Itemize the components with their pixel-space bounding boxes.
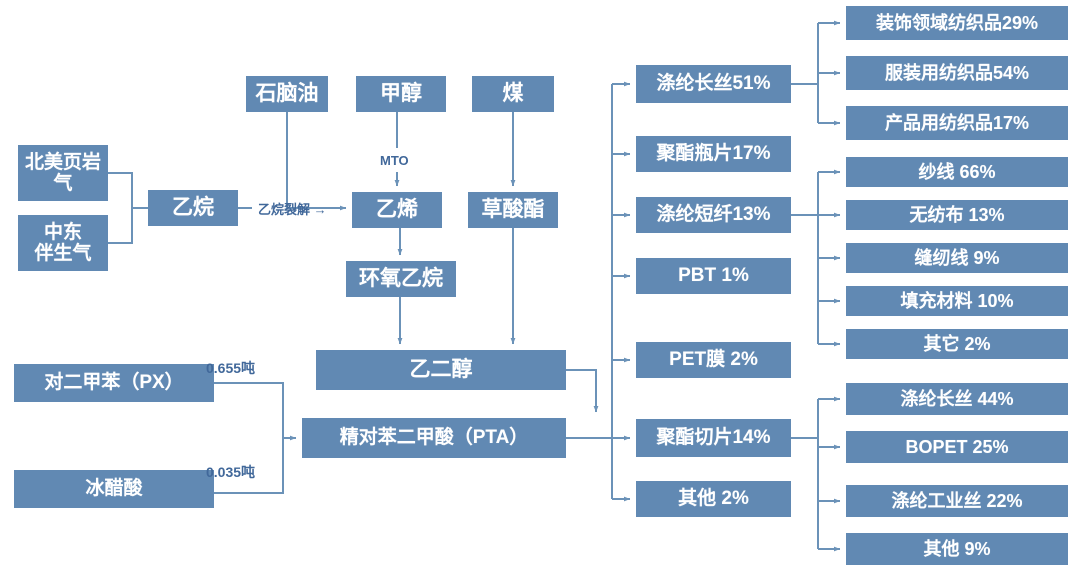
edge-label-px-ratio: 0.655吨 bbox=[206, 358, 255, 378]
node-px[interactable]: 对二甲苯（PX） bbox=[14, 364, 214, 402]
node-methanol[interactable]: 甲醇 bbox=[356, 76, 446, 112]
node-pet-film[interactable]: PET膜 2% bbox=[636, 342, 791, 378]
node-label: 北美页岩气 bbox=[24, 151, 101, 194]
node-label: PBT 1% bbox=[678, 265, 749, 287]
node-chip-filament[interactable]: 涤纶长丝 44% bbox=[846, 383, 1068, 415]
node-label: 其它 2% bbox=[923, 333, 991, 354]
node-yarn[interactable]: 纱线 66% bbox=[846, 157, 1068, 187]
node-label: 填充材料 10% bbox=[900, 290, 1014, 311]
edge-label-ethane-cracking: 乙烷裂解 → bbox=[258, 198, 327, 218]
edge-meg-to-pta bbox=[566, 369, 599, 413]
node-other-chip[interactable]: 其他 9% bbox=[846, 533, 1068, 565]
node-na-shale-gas[interactable]: 北美页岩气 bbox=[18, 145, 108, 201]
node-label: 无纺布 13% bbox=[909, 204, 1005, 225]
node-label: PET膜 2% bbox=[669, 349, 758, 371]
node-label: 涤纶长丝 44% bbox=[900, 388, 1014, 409]
node-label: 精对苯二甲酸（PTA） bbox=[339, 427, 529, 449]
node-me-assoc-gas[interactable]: 中东 伴生气 bbox=[18, 215, 108, 271]
node-bottle-chip[interactable]: 聚酯瓶片17% bbox=[636, 136, 791, 172]
node-ethylene[interactable]: 乙烯 bbox=[352, 192, 442, 228]
node-acetic-acid[interactable]: 冰醋酸 bbox=[14, 470, 214, 508]
edge-label-text: 0.655吨 bbox=[206, 360, 256, 376]
node-staple[interactable]: 涤纶短纤13% bbox=[636, 197, 791, 233]
edge-label-text: 0.035吨 bbox=[206, 464, 256, 480]
node-label: 对二甲苯（PX） bbox=[44, 372, 184, 394]
node-nonwoven[interactable]: 无纺布 13% bbox=[846, 200, 1068, 230]
node-label: 服装用纺织品54% bbox=[884, 62, 1030, 83]
node-naphtha[interactable]: 石脑油 bbox=[246, 76, 328, 112]
node-label: 涤纶工业丝 22% bbox=[891, 490, 1023, 511]
edge-naphtha-to-ethylene bbox=[286, 112, 347, 211]
node-label: 聚酯切片14% bbox=[656, 427, 771, 449]
node-filler[interactable]: 填充材料 10% bbox=[846, 286, 1068, 316]
node-label: 装饰领域纺织品29% bbox=[875, 12, 1039, 33]
node-poly-chip[interactable]: 聚酯切片14% bbox=[636, 419, 791, 457]
node-label: 其他 9% bbox=[923, 538, 991, 559]
node-deco-textile[interactable]: 装饰领域纺织品29% bbox=[846, 6, 1068, 40]
node-label: 环氧乙烷 bbox=[359, 267, 443, 291]
node-label: 石脑油 bbox=[255, 82, 319, 106]
node-label: 草酸酯 bbox=[481, 198, 545, 222]
edge-label-text: MTO bbox=[380, 152, 409, 168]
node-label: 纱线 66% bbox=[918, 161, 996, 182]
node-label: 产品用纺织品17% bbox=[884, 112, 1030, 133]
node-other-staple[interactable]: 其它 2% bbox=[846, 329, 1068, 359]
node-bopet[interactable]: BOPET 25% bbox=[846, 431, 1068, 463]
node-coal[interactable]: 煤 bbox=[472, 76, 554, 112]
node-filament[interactable]: 涤纶长丝51% bbox=[636, 65, 791, 103]
node-industrial-yarn[interactable]: 涤纶工业丝 22% bbox=[846, 485, 1068, 517]
node-label: 甲醇 bbox=[380, 82, 422, 106]
node-pta[interactable]: 精对苯二甲酸（PTA） bbox=[302, 418, 566, 458]
node-label: 中东 伴生气 bbox=[34, 221, 92, 264]
node-pbt[interactable]: PBT 1% bbox=[636, 258, 791, 294]
edge-label-mto: MTO bbox=[380, 148, 409, 172]
node-ethylene-oxide[interactable]: 环氧乙烷 bbox=[346, 261, 456, 297]
node-sewing[interactable]: 缝纫线 9% bbox=[846, 243, 1068, 273]
node-other-main[interactable]: 其他 2% bbox=[636, 481, 791, 517]
node-label: 聚酯瓶片17% bbox=[656, 143, 771, 165]
node-label: 乙烷 bbox=[172, 196, 214, 220]
node-label: 涤纶短纤13% bbox=[656, 204, 771, 226]
node-label: 煤 bbox=[502, 82, 524, 106]
node-label: 缝纫线 9% bbox=[914, 247, 1000, 268]
node-label: 冰醋酸 bbox=[85, 478, 143, 500]
node-product-textile[interactable]: 产品用纺织品17% bbox=[846, 106, 1068, 140]
node-ethane[interactable]: 乙烷 bbox=[148, 190, 238, 226]
edge-label-text: 乙烷裂解 → bbox=[258, 201, 327, 217]
edge-label-acetic-ratio: 0.035吨 bbox=[206, 462, 255, 482]
node-label: 其他 2% bbox=[678, 488, 749, 510]
node-meg[interactable]: 乙二醇 bbox=[316, 350, 566, 390]
edge-na-shale-to-ethane bbox=[108, 172, 133, 244]
node-label: 乙二醇 bbox=[409, 358, 473, 382]
node-apparel-textile[interactable]: 服装用纺织品54% bbox=[846, 56, 1068, 90]
node-label: 涤纶长丝51% bbox=[656, 73, 771, 95]
node-label: BOPET 25% bbox=[905, 436, 1009, 457]
node-oxalate[interactable]: 草酸酯 bbox=[468, 192, 558, 228]
node-label: 乙烯 bbox=[376, 198, 418, 222]
